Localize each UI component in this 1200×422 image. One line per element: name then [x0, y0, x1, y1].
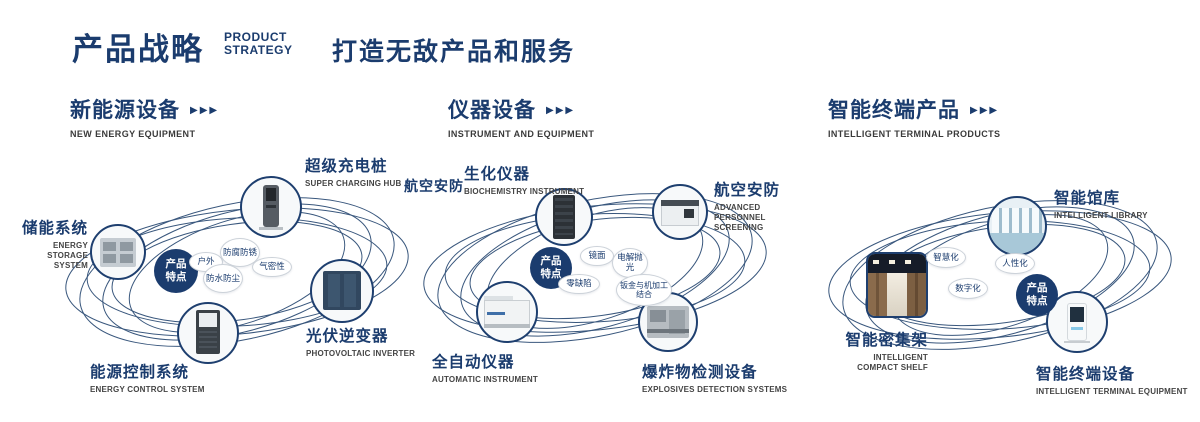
section-header-intelligent-terminal: 智能终端产品 ▶▶▶ INTELLIGENT TERMINAL PRODUCTS	[828, 94, 1000, 139]
section-header-new-energy: 新能源设备 ▶▶▶ NEW ENERGY EQUIPMENT	[70, 94, 219, 139]
item-label-cn: 全自动仪器	[432, 354, 515, 371]
energy-control-system-label: 能源控制系统 ENERGY CONTROL SYSTEM	[90, 360, 205, 395]
section-title: 智能终端产品	[828, 99, 960, 122]
item-label-en: AUTOMATIC INSTRUMENT	[432, 375, 538, 384]
feature-bubble: 人性化	[995, 253, 1035, 274]
item-label-en: ADVANCED PERSONNEL SCREENING	[714, 203, 766, 232]
section-header-instruments: 仪器设备 ▶▶▶ INSTRUMENT AND EQUIPMENT	[448, 94, 594, 139]
item-label-cn: 超级充电桩	[305, 158, 388, 175]
item-label-en: BIOCHEMISTRY INSTRUMENT	[464, 187, 585, 196]
explosives-detection-photo	[638, 292, 698, 352]
page-title-en: PRODUCT STRATEGY	[224, 30, 293, 58]
feature-bubble: 数字化	[948, 278, 988, 299]
item-label-en: PHOTOVOLTAIC INVERTER	[306, 349, 416, 358]
personnel-screening-label: 航空安防 ADVANCED PERSONNEL SCREENING	[714, 178, 812, 233]
item-label-cn: 智能馆库	[1054, 190, 1121, 207]
intelligent-library-photo	[987, 196, 1047, 256]
item-label-en: ENERGY CONTROL SYSTEM	[90, 385, 205, 394]
energy-storage-label: 储能系统 ENERGY STORAGE SYSTEM	[12, 216, 88, 271]
product-features-text: 产品特点	[540, 255, 562, 280]
item-label-en: INTELLIGENT LIBRARY	[1054, 211, 1148, 220]
page-title: 产品战略	[72, 32, 204, 67]
energy-storage-illustration	[92, 226, 144, 278]
page-slogan: 打造无敌产品和服务	[332, 38, 576, 66]
intelligent-compact-shelf-label: 智能密集架 INTELLIGENT COMPACT SHELF	[832, 328, 928, 373]
item-label-cn: 航空安防	[714, 182, 781, 199]
photovoltaic-inverter-label: 光伏逆变器 PHOTOVOLTAIC INVERTER	[306, 324, 415, 359]
feature-bubble: 零缺陷	[558, 274, 600, 294]
feature-bubble: 气密性	[252, 257, 292, 277]
personnel-screening-photo	[652, 184, 708, 240]
page-title-en-line1: PRODUCT	[224, 30, 287, 44]
feature-bubble: 钣金与机加工结合	[616, 274, 672, 306]
super-charging-hub-photo	[240, 176, 302, 238]
screening-machine-illustration	[654, 186, 706, 238]
charging-pile-illustration	[242, 178, 300, 236]
control-cabinet-illustration	[179, 304, 237, 362]
item-label-cn: 爆炸物检测设备	[642, 364, 758, 381]
energy-control-system-photo	[177, 302, 239, 364]
energy-storage-photo	[90, 224, 146, 280]
section-title: 仪器设备	[448, 99, 536, 122]
detection-machine-illustration	[640, 294, 696, 350]
triple-arrow-icon: ▶▶▶	[970, 104, 1000, 116]
feature-bubble: 智慧化	[926, 247, 966, 268]
item-label-en: INTELLIGENT COMPACT SHELF	[857, 353, 928, 372]
triple-arrow-icon: ▶▶▶	[546, 104, 576, 116]
biochemistry-instrument-photo	[535, 188, 593, 246]
item-label-cn: 生化仪器	[464, 166, 531, 183]
inverter-cabinet-illustration	[312, 261, 372, 321]
explosives-detection-label: 爆炸物检测设备 EXPLOSIVES DETECTION SYSTEMS	[642, 360, 787, 395]
aviation-security-label: 航空安防	[404, 178, 464, 194]
product-features-badge: 产品特点	[1016, 274, 1058, 316]
item-label-cn: 光伏逆变器	[306, 328, 389, 345]
item-label-cn: 储能系统	[21, 220, 88, 237]
intelligent-terminal-label: 智能终端设备 INTELLIGENT TERMINAL EQUIPMENT	[1036, 362, 1188, 397]
section-subtitle: INTELLIGENT TERMINAL PRODUCTS	[828, 129, 1001, 139]
item-label-en: SUPER CHARGING HUB	[305, 179, 402, 188]
section-subtitle: INSTRUMENT AND EQUIPMENT	[448, 129, 595, 139]
library-room-illustration	[989, 198, 1045, 254]
product-features-text: 产品特点	[165, 258, 187, 283]
item-label-cn: 智能终端设备	[1036, 366, 1136, 383]
item-label-en: EXPLOSIVES DETECTION SYSTEMS	[642, 385, 788, 394]
item-label-en: INTELLIGENT TERMINAL EQUIPMENT	[1036, 387, 1188, 396]
item-label-cn: 智能密集架	[845, 332, 928, 349]
item-label-en: ENERGY STORAGE SYSTEM	[47, 241, 88, 270]
compact-shelf-illustration	[868, 254, 926, 316]
intelligent-library-label: 智能馆库 INTELLIGENT LIBRARY	[1054, 186, 1148, 221]
product-features-text: 产品特点	[1026, 282, 1048, 307]
page-title-en-line2: STRATEGY	[224, 43, 293, 58]
feature-bubble: 镜面	[580, 246, 614, 266]
analyzer-illustration	[478, 283, 536, 341]
server-rack-illustration	[537, 190, 591, 244]
kiosk-illustration	[1048, 293, 1106, 351]
feature-bubble: 防水防尘	[203, 264, 243, 293]
section-subtitle: NEW ENERGY EQUIPMENT	[70, 129, 196, 139]
intelligent-compact-shelf-photo	[866, 252, 928, 318]
automatic-instrument-photo	[476, 281, 538, 343]
section-title: 新能源设备	[70, 99, 180, 122]
feature-bubble: 电解抛光	[612, 248, 648, 278]
super-charging-hub-label: 超级充电桩 SUPER CHARGING HUB	[305, 154, 402, 189]
item-label-cn: 能源控制系统	[90, 364, 190, 381]
automatic-instrument-label: 全自动仪器 AUTOMATIC INSTRUMENT	[432, 350, 538, 385]
biochemistry-instrument-label: 生化仪器 BIOCHEMISTRY INSTRUMENT	[464, 162, 584, 197]
triple-arrow-icon: ▶▶▶	[190, 104, 220, 116]
photovoltaic-inverter-photo	[310, 259, 374, 323]
